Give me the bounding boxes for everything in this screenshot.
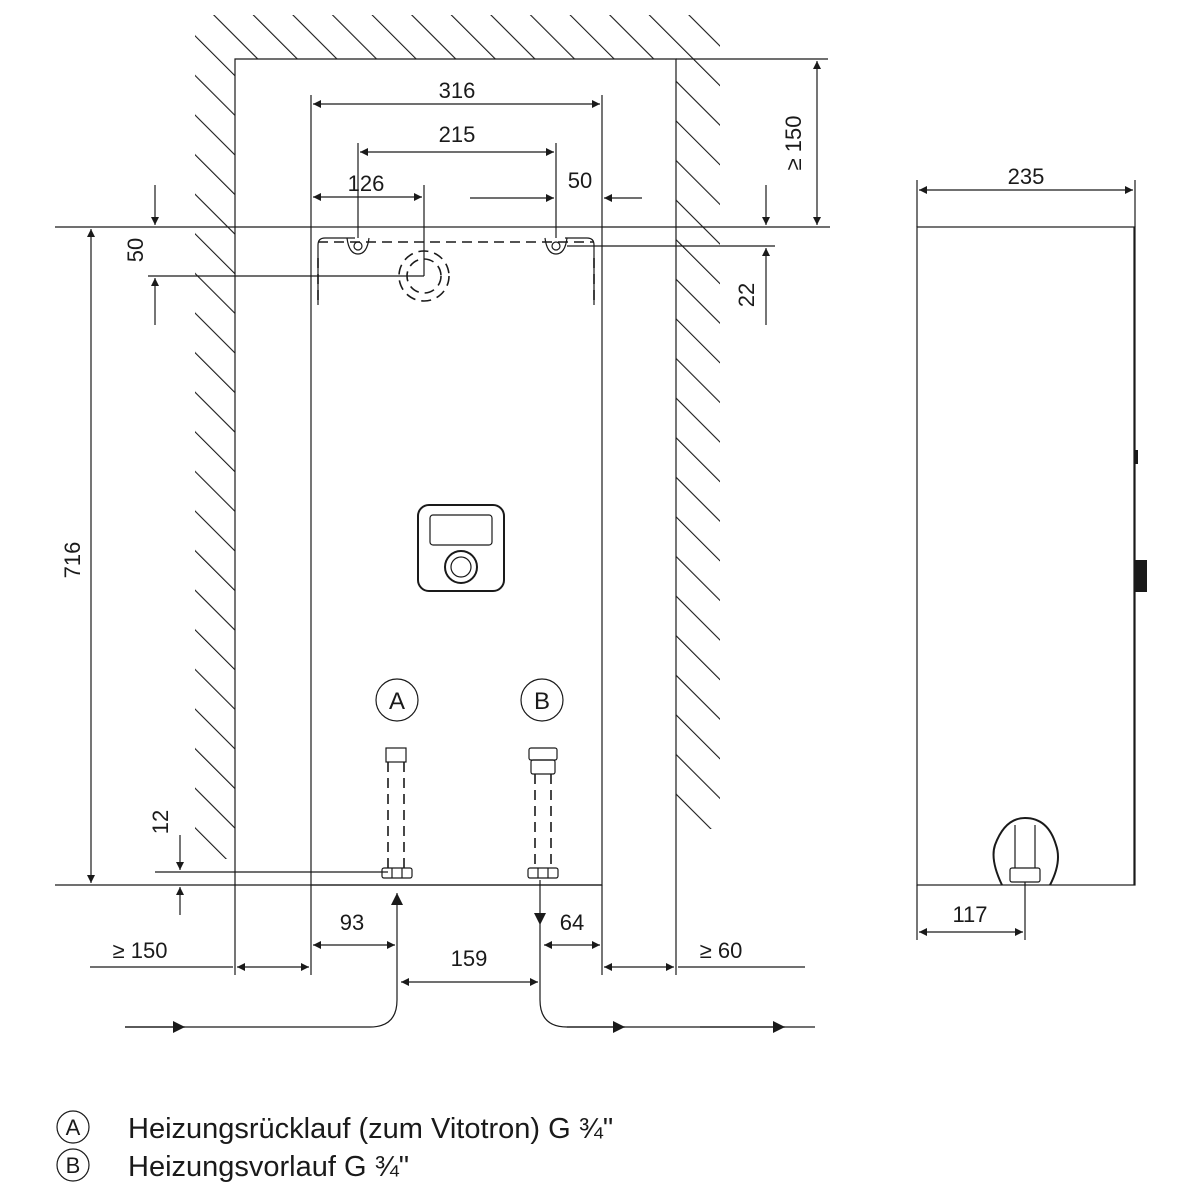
svg-text:Heizungsrücklauf (zum Vitotron: Heizungsrücklauf (zum Vitotron) G ¾" [128,1113,613,1145]
pipe-b [527,747,559,879]
mounting-hole-left [346,237,370,255]
dimension-lines: 316 215 126 50 ≥ 150 50 22 716 12 [60,61,821,986]
svg-text:Heizungsvorlauf G ¾": Heizungsvorlauf G ¾" [128,1151,409,1183]
side-view-unit: 235 117 [916,164,1147,940]
dim-height: 716 [60,542,85,579]
side-body [916,226,1136,886]
bracket-right [565,237,595,305]
svg-text:B: B [66,1153,81,1178]
dim-top-to-holes: 50 [123,238,148,262]
dim-left-clearance: ≥ 150 [113,938,168,963]
svg-text:A: A [389,688,405,715]
dim-top-clearance: ≥ 150 [781,116,806,171]
dim-hole-spacing: 215 [439,122,476,147]
dim-right-clearance: ≥ 60 [700,938,743,963]
bracket-left [317,237,355,305]
control-display [429,514,493,546]
wall-hatch-top [195,15,720,59]
dim-hole-depth: 22 [734,283,759,307]
wall-niche [195,15,828,975]
mounting-hole-right [544,237,568,255]
flow-arrow-supply [539,925,815,1028]
dim-right-offset: 50 [568,168,592,193]
dim-side-pipe-offset: 117 [952,902,987,927]
control-knob [444,550,478,584]
dim-side-depth: 235 [1008,164,1045,189]
control-panel [417,504,505,592]
legend-item-a: A Heizungsrücklauf (zum Vitotron) G ¾" [56,1110,613,1145]
callout-a: A [375,678,419,722]
dim-pipe-b-offset: 64 [560,910,584,935]
wall-hatch-left [195,59,235,859]
flow-arrow-return [125,893,403,1028]
dim-bottom-offset: 12 [148,810,173,834]
side-tab [1135,450,1138,464]
dim-pipe-spacing: 159 [451,946,488,971]
callout-b: B [520,678,564,722]
unit-body [310,226,603,886]
svg-text:B: B [534,688,550,715]
front-view-unit: A B [310,226,603,886]
dim-overall-width: 316 [439,78,476,103]
svg-text:A: A [66,1115,81,1140]
side-knob [1135,560,1147,592]
wall-hatch-right [676,59,720,829]
dim-left-to-pipe: 126 [348,171,385,196]
niche-outline [234,58,677,975]
dim-pipe-a-offset: 93 [340,910,364,935]
side-pipe-connection [992,816,1059,886]
legend: A Heizungsrücklauf (zum Vitotron) G ¾" B… [56,1110,613,1183]
legend-item-b: B Heizungsvorlauf G ¾" [56,1148,409,1183]
flow-arrows [125,880,815,1033]
pipe-a [381,747,413,879]
